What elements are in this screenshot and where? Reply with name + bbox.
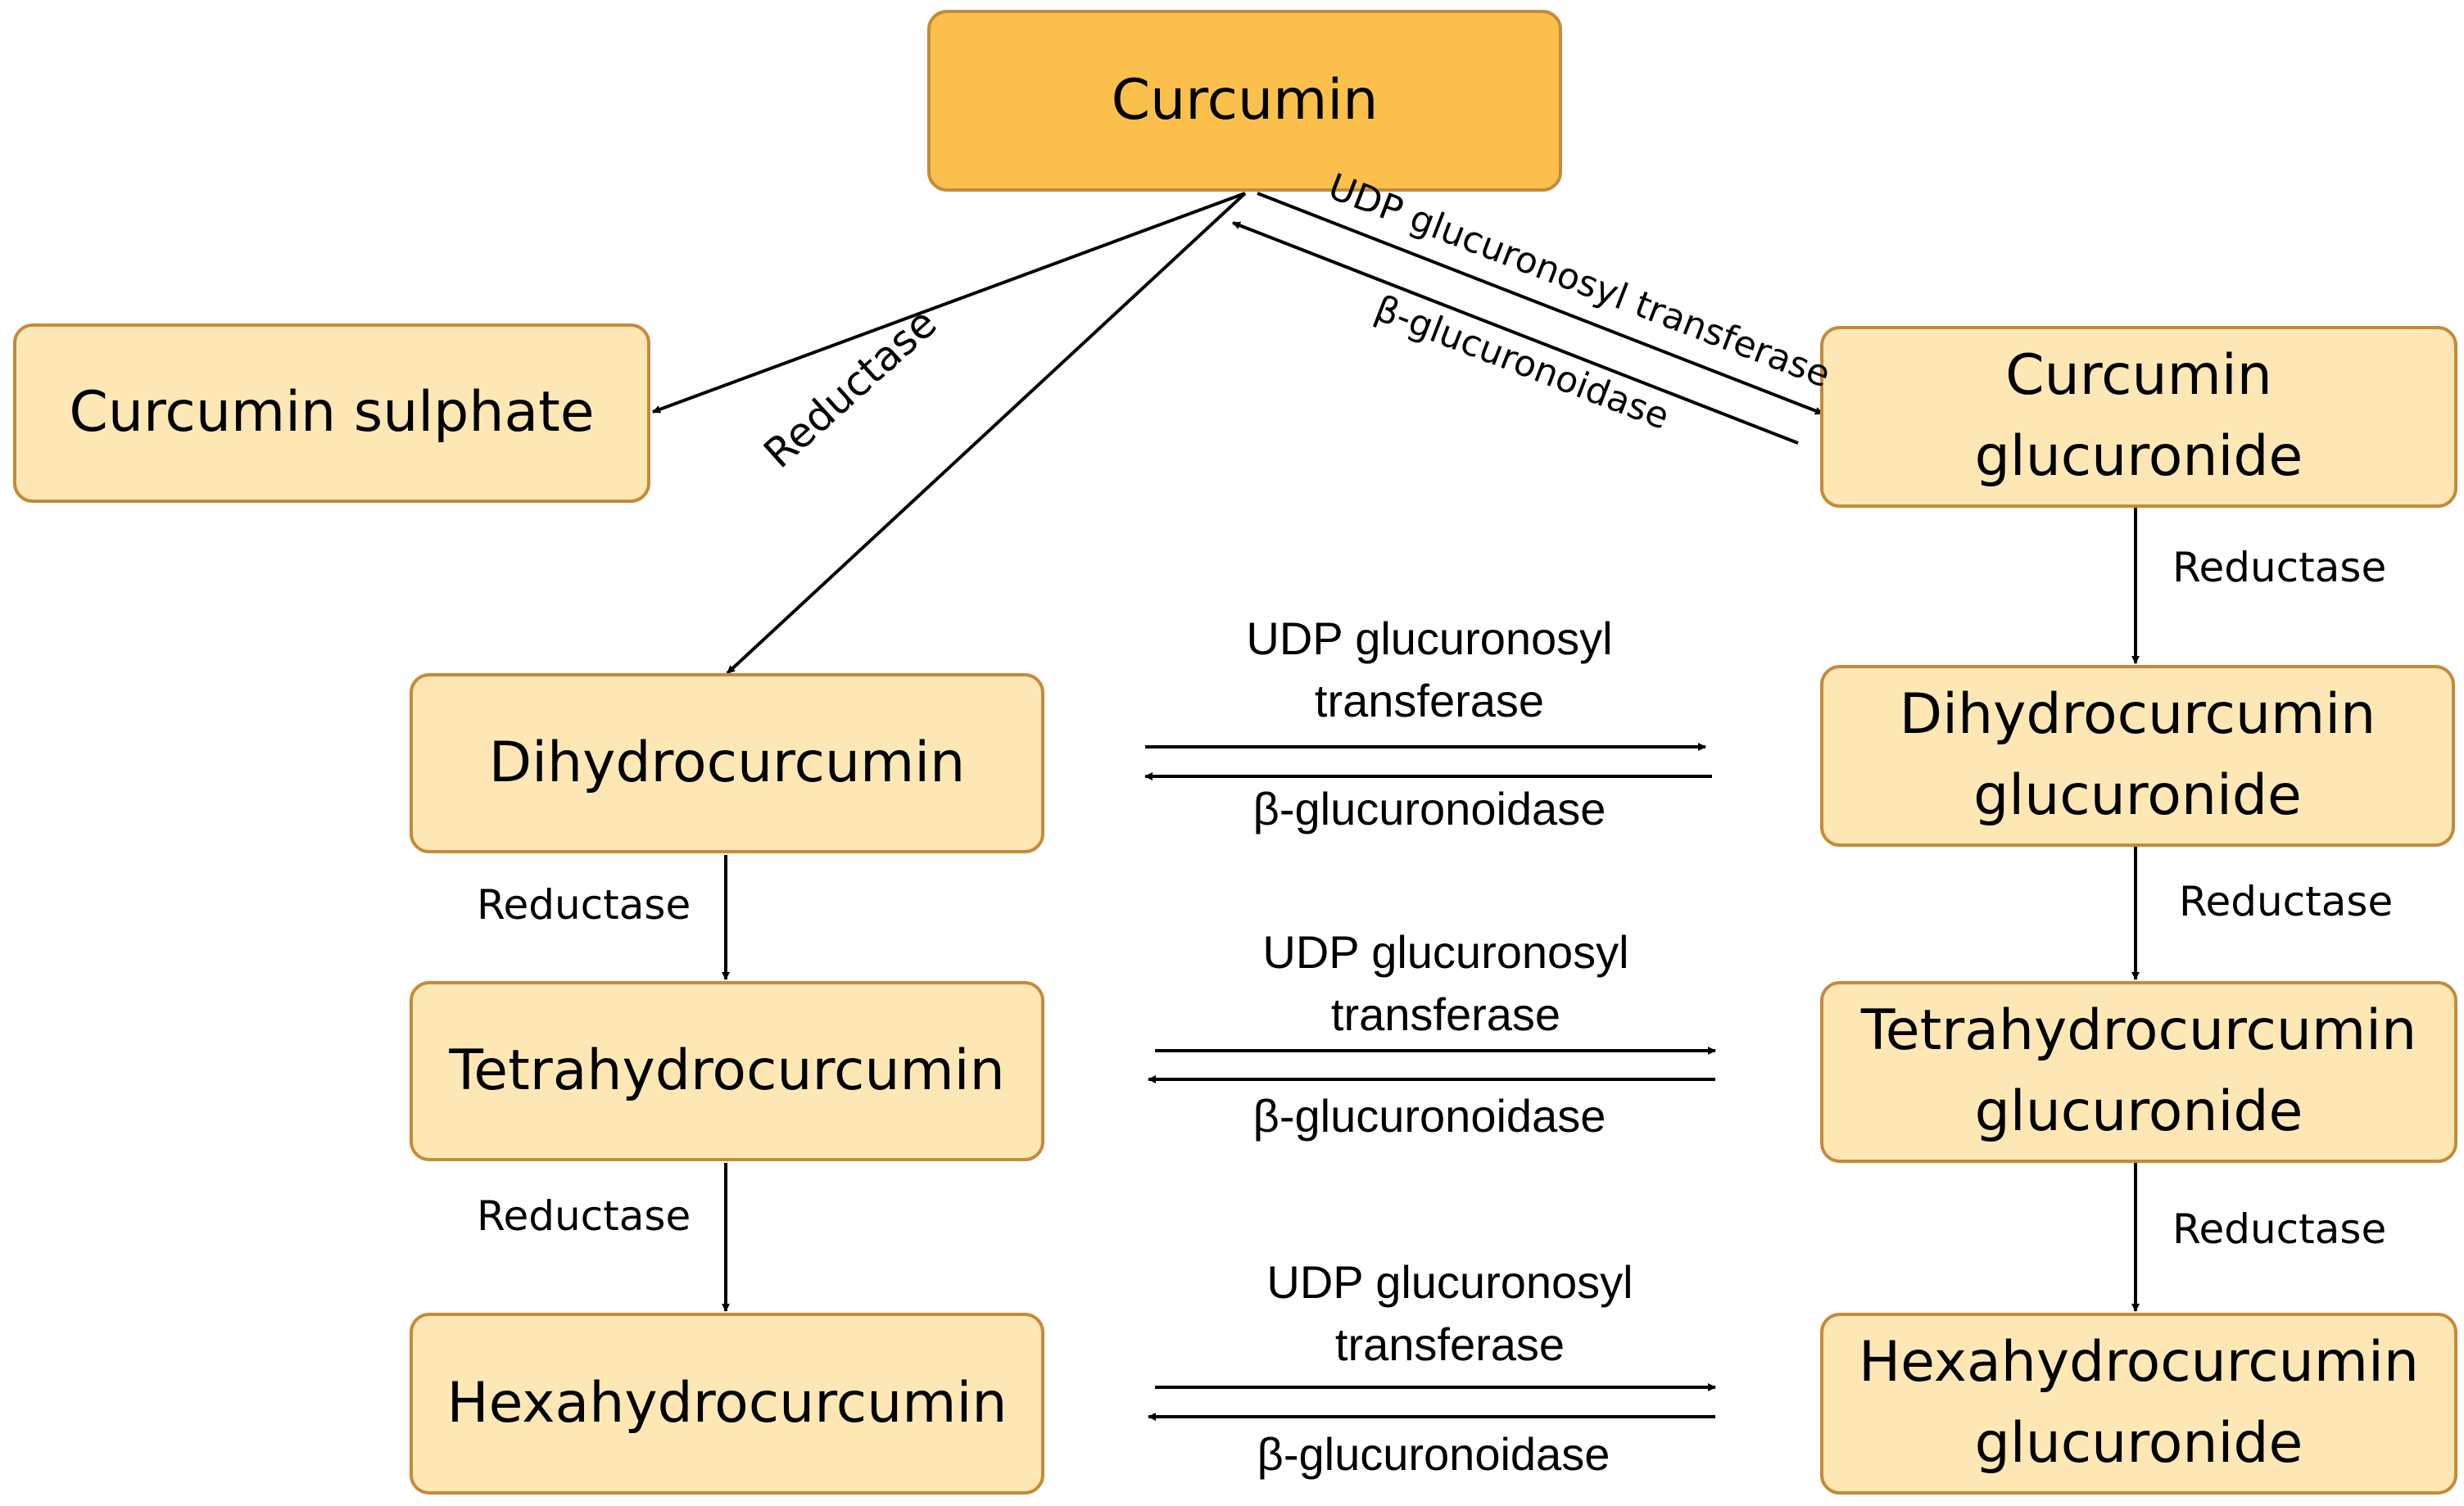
- label-udp-gt-row2-line1: UDP glucuronosyl: [1262, 926, 1629, 978]
- node-dihydrocurcumin-label: Dihydrocurcumin: [488, 730, 966, 795]
- node-hexahydrocurcumin-glucuronide-line2: glucuronide: [1974, 1411, 2303, 1476]
- arrow-glucuronide-to-curcumin: [1232, 221, 1799, 445]
- node-dihydrocurcumin-glucuronide: Dihydrocurcumin glucuronide: [1820, 665, 2455, 847]
- node-dihydrocurcumin: Dihydrocurcumin: [410, 673, 1044, 853]
- node-tetrahydrocurcumin-glucuronide-line1: Tetrahydrocurcumin: [1860, 998, 2417, 1064]
- node-tetrahydrocurcumin: Tetrahydrocurcumin: [410, 981, 1044, 1161]
- node-tetrahydrocurcumin-glucuronide: Tetrahydrocurcumin glucuronide: [1820, 981, 2457, 1163]
- node-hexahydrocurcumin-label: Hexahydrocurcumin: [446, 1370, 1008, 1436]
- label-reductase-right-1: Reductase: [2172, 544, 2387, 591]
- node-dihydrocurcumin-glucuronide-line1: Dihydrocurcumin: [1899, 682, 2376, 748]
- node-hexahydrocurcumin-glucuronide: Hexahydrocurcumin glucuronide: [1820, 1313, 2457, 1495]
- node-hexahydrocurcumin: Hexahydrocurcumin: [410, 1313, 1044, 1495]
- node-curcumin-glucuronide: Curcumin glucuronide: [1820, 326, 2457, 508]
- node-dihydrocurcumin-glucuronide-line2: glucuronide: [1973, 763, 2302, 828]
- label-udp-gt-row3-line1: UDP glucuronosyl: [1266, 1256, 1633, 1308]
- label-reductase-left-2: Reductase: [477, 1192, 691, 1240]
- arrow-curcumin-to-dihydrocurcumin: [726, 192, 1247, 675]
- label-udp-gt-row1: UDP glucuronosyl transferase: [1246, 608, 1612, 731]
- node-curcumin-label: Curcumin: [1111, 67, 1379, 133]
- node-curcumin-glucuronide-line2: glucuronide: [1974, 424, 2303, 489]
- arrow-curcumin-to-glucuronide: [1257, 192, 1823, 415]
- label-beta-gluc-row2: β-glucuronoidase: [1252, 1090, 1606, 1142]
- arrow-curcumin-to-sulphate: [652, 192, 1246, 414]
- label-udp-gt-row3: UDP glucuronosyl transferase: [1266, 1251, 1633, 1375]
- label-udp-gt-row1-line1: UDP glucuronosyl: [1246, 613, 1613, 664]
- node-curcumin: Curcumin: [927, 10, 1562, 192]
- node-hexahydrocurcumin-glucuronide-line1: Hexahydrocurcumin: [1859, 1330, 2419, 1395]
- label-reductase-left-1: Reductase: [477, 881, 691, 929]
- node-tetrahydrocurcumin-glucuronide-line2: glucuronide: [1974, 1079, 2303, 1144]
- node-curcumin-glucuronide-line1: Curcumin: [2005, 343, 2272, 409]
- label-beta-gluc-row3: β-glucuronoidase: [1257, 1428, 1610, 1480]
- label-udp-gt-row2-line2: transferase: [1330, 988, 1561, 1040]
- label-udp-gt-row3-line2: transferase: [1334, 1318, 1565, 1370]
- label-reductase-right-2: Reductase: [2179, 878, 2394, 925]
- label-udp-gt-row2: UDP glucuronosyl transferase: [1262, 921, 1628, 1045]
- node-curcumin-sulphate-label: Curcumin sulphate: [69, 380, 595, 445]
- node-tetrahydrocurcumin-label: Tetrahydrocurcumin: [449, 1038, 1005, 1103]
- label-beta-gluc-row1: β-glucuronoidase: [1252, 783, 1606, 834]
- node-curcumin-sulphate: Curcumin sulphate: [13, 323, 650, 503]
- label-udp-gt-row1-line2: transferase: [1314, 674, 1545, 726]
- label-reductase-right-3: Reductase: [2172, 1205, 2387, 1253]
